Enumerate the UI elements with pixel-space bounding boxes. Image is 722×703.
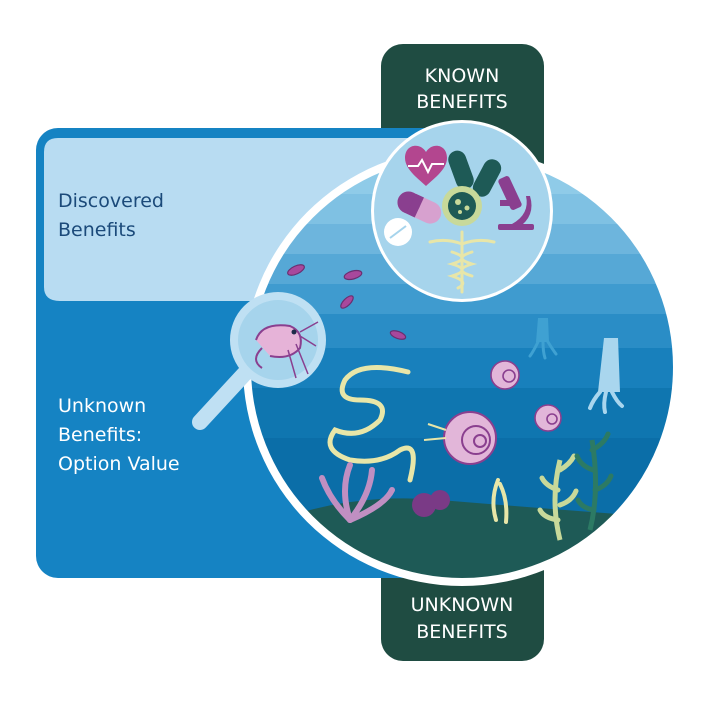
nautilus-icon [423, 411, 497, 465]
microscope-icon [498, 176, 534, 230]
bacteria-dish-icon [442, 186, 482, 226]
option-value-label-line3: Option Value [58, 453, 180, 475]
coral-icon [412, 490, 450, 517]
kelp-icon [491, 431, 614, 541]
discovered-benefits-label-line1: Discovered [58, 190, 164, 212]
capsule-icon [448, 150, 474, 190]
option-value-label-line1: Unknown [58, 395, 146, 417]
eel-icon [327, 365, 416, 483]
discovered-benefits-label-line2: Benefits [58, 219, 136, 241]
magnifier-icon [192, 292, 326, 430]
capsule-pill-icon [472, 159, 502, 197]
krill-group [287, 264, 407, 340]
squid-icon [588, 338, 624, 414]
known-benefits-circle [371, 120, 553, 302]
seaweed-icon [319, 462, 395, 523]
unknown-benefits-label-line1: UNKNOWN [411, 594, 514, 616]
option-value-label-line2: Benefits: [58, 424, 142, 446]
known-benefits-label-line2: BENEFITS [416, 91, 507, 113]
known-benefits-label-line1: KNOWN [425, 65, 500, 87]
pill-icon [397, 191, 442, 224]
caduceus-icon [428, 230, 496, 294]
unknown-benefits-label-line2: BENEFITS [416, 621, 507, 643]
nautilus-small-icon [490, 360, 562, 432]
shrimp-icon [255, 321, 319, 379]
squid-small-icon [528, 318, 558, 360]
